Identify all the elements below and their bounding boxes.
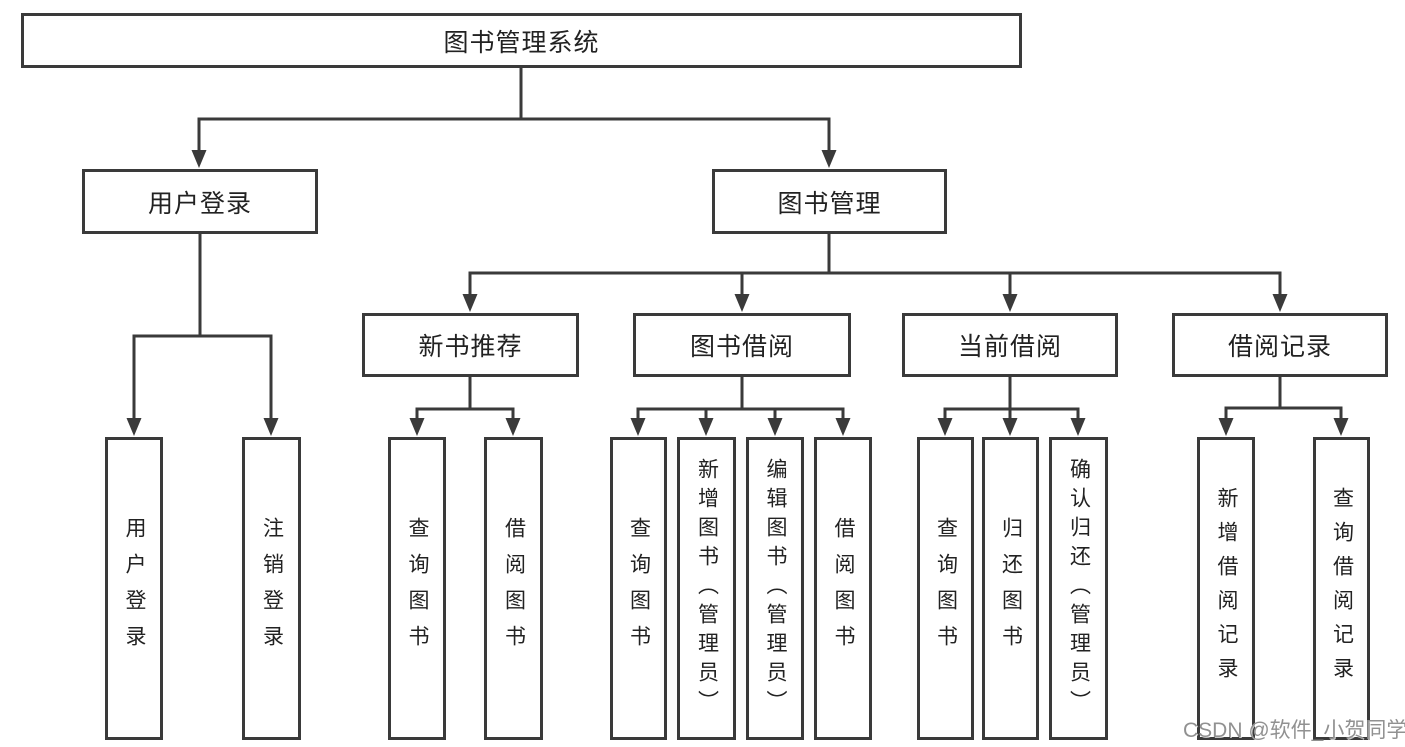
arrow-icon — [698, 418, 714, 436]
node-label: 归还图书 — [999, 516, 1023, 661]
connector-bookmgmt-to-level3 — [468, 231, 1282, 297]
node-label: 当前借阅 — [957, 333, 1062, 361]
node-label: 用户登录 — [123, 516, 146, 661]
node-label: 查询图书 — [934, 516, 958, 661]
node-user-login: 用户登录 — [82, 169, 318, 234]
arrow-icon — [1070, 418, 1086, 436]
node-label: 注销登录 — [260, 516, 284, 661]
leaf-query-books-current: 查询图书 — [917, 437, 974, 740]
connector-userlogin-to-leaves — [132, 231, 273, 421]
node-label: 图书管理系统 — [443, 28, 600, 57]
node-label: 查询借阅记录 — [1330, 486, 1354, 691]
leaf-query-books-recommend: 查询图书 — [388, 437, 446, 740]
arrow-icon — [835, 418, 851, 436]
arrow-icon — [191, 150, 207, 168]
arrow-icon — [409, 418, 425, 436]
node-label: 借阅图书 — [502, 516, 526, 661]
arrowheads — [126, 150, 1349, 436]
leaf-add-borrow-record: 新增借阅记录 — [1197, 437, 1255, 740]
node-label: 查询图书 — [627, 516, 651, 661]
arrow-icon — [1272, 294, 1288, 312]
node-book-management: 图书管理 — [712, 169, 947, 234]
connector-records-to-leaves — [1224, 375, 1343, 421]
node-current-borrow: 当前借阅 — [902, 313, 1118, 377]
connector-newbook-to-leaves — [415, 375, 515, 421]
connector-borrow-to-leaves — [636, 375, 845, 421]
arrow-icon — [767, 418, 783, 436]
arrow-icon — [126, 418, 142, 436]
node-label: 借阅图书 — [832, 516, 855, 661]
leaf-edit-books-admin: 编辑图书（管理员） — [746, 437, 804, 740]
arrow-icon — [1218, 418, 1234, 436]
arrow-icon — [1333, 418, 1349, 436]
node-label: 借阅记录 — [1227, 333, 1332, 361]
connector-current-to-leaves — [943, 375, 1080, 421]
arrow-icon — [1002, 294, 1018, 312]
node-new-book-recommend: 新书推荐 — [362, 313, 579, 377]
watermark: CSDN @软件_小贺同学 — [1183, 719, 1405, 742]
leaf-logout: 注销登录 — [242, 437, 301, 740]
node-label: 新书推荐 — [418, 333, 523, 361]
arrow-icon — [937, 418, 953, 436]
leaf-add-books-admin: 新增图书（管理员） — [677, 437, 736, 740]
arrow-icon — [505, 418, 521, 436]
node-label: 用户登录 — [147, 189, 252, 218]
node-library-management-system: 图书管理系统 — [21, 13, 1022, 68]
leaf-user-login: 用户登录 — [105, 437, 163, 740]
arrow-icon — [1002, 418, 1018, 436]
leaf-query-borrow-records: 查询借阅记录 — [1313, 437, 1370, 740]
node-label: 新增图书（管理员） — [695, 458, 719, 719]
arrow-icon — [630, 418, 646, 436]
node-label: 确认归还（管理员） — [1067, 458, 1091, 719]
leaf-query-books-borrow: 查询图书 — [610, 437, 667, 740]
arrow-icon — [462, 294, 478, 312]
node-label: 新增借阅记录 — [1215, 486, 1238, 691]
leaf-return-books: 归还图书 — [982, 437, 1039, 740]
node-book-borrow: 图书借阅 — [633, 313, 851, 377]
node-label: 图书借阅 — [689, 333, 794, 361]
node-borrow-records: 借阅记录 — [1172, 313, 1388, 377]
arrow-icon — [263, 418, 279, 436]
node-label: 查询图书 — [406, 516, 429, 661]
node-label: 编辑图书（管理员） — [764, 458, 787, 719]
arrow-icon — [821, 150, 837, 168]
leaf-confirm-return-admin: 确认归还（管理员） — [1049, 437, 1108, 740]
node-label: 图书管理 — [777, 189, 882, 218]
connector-root-to-level2 — [197, 65, 831, 152]
leaf-borrow-books-recommend: 借阅图书 — [484, 437, 543, 740]
arrow-icon — [734, 294, 750, 312]
leaf-borrow-books: 借阅图书 — [814, 437, 872, 740]
